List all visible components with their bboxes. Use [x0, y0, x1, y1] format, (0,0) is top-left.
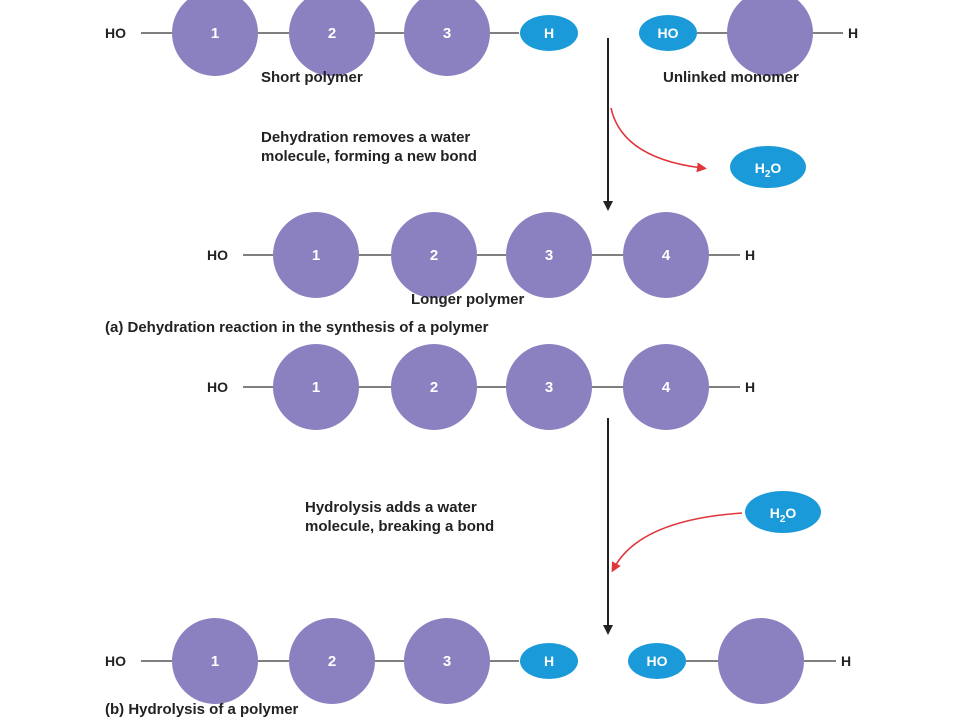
- longer-polymer-label: Longer polymer: [411, 291, 525, 308]
- dehydration-description-line-1: Dehydration removes a water: [261, 129, 470, 146]
- monomer-2: [391, 212, 477, 298]
- monomer-4-label: 4: [662, 379, 671, 396]
- water-molecule-released: [730, 146, 806, 188]
- caption-a: (a) Dehydration reaction in the synthesi…: [105, 319, 489, 336]
- monomer-1: [273, 212, 359, 298]
- ho-pill: [639, 15, 697, 51]
- monomer-right-end: H: [848, 25, 858, 41]
- polymer-left-end: HO: [207, 379, 228, 395]
- monomer-1: [172, 0, 258, 76]
- monomer-4: [623, 212, 709, 298]
- result-polymer-left-end: HO: [105, 653, 126, 669]
- monomer-1-label: 1: [312, 379, 320, 396]
- monomer-1: [172, 618, 258, 704]
- monomer-2-label: 2: [328, 653, 336, 670]
- short-polymer-left-end: HO: [105, 25, 126, 41]
- hydrolysis-section: HO 1 2 3 4 H Hydrolysis adds a water mol…: [105, 344, 851, 718]
- water-molecule-added: [745, 491, 821, 533]
- short-polymer-label: Short polymer: [261, 69, 363, 86]
- ho-pill-label: HO: [658, 25, 679, 41]
- monomer-4: [623, 344, 709, 430]
- monomer-3-label: 3: [443, 25, 451, 42]
- monomer-3-label: 3: [545, 247, 553, 264]
- monomer-2: [289, 0, 375, 76]
- hydrolysis-description-line-2: molecule, breaking a bond: [305, 518, 494, 535]
- released-monomer: HO H: [628, 618, 851, 704]
- dehydration-section: HO 1 2 3 H Short polymer HO H Unlinked m…: [105, 0, 858, 336]
- monomer-4-label: 4: [662, 247, 671, 264]
- longer-polymer-right-end: H: [745, 247, 755, 263]
- hydrolysis-description-line-1: Hydrolysis adds a water: [305, 499, 477, 516]
- monomer-2: [391, 344, 477, 430]
- monomer-2-label: 2: [430, 379, 438, 396]
- ho-pill-label: HO: [647, 653, 668, 669]
- monomer-unlabeled: [718, 618, 804, 704]
- h-pill: [520, 643, 578, 679]
- monomer-3: [404, 0, 490, 76]
- longer-polymer-left-end: HO: [207, 247, 228, 263]
- released-monomer-right-end: H: [841, 653, 851, 669]
- monomer-3: [506, 344, 592, 430]
- monomer-1-label: 1: [211, 25, 219, 42]
- unlinked-monomer: HO H Unlinked monomer: [639, 0, 858, 86]
- result-short-polymer: HO 1 2 3 H: [105, 618, 578, 704]
- water-label: H2O: [770, 505, 797, 525]
- longer-polymer: HO 1 2 3 4 H Longer polymer: [207, 212, 755, 308]
- monomer-1: [273, 344, 359, 430]
- monomer-3-label: 3: [443, 653, 451, 670]
- polymer: HO 1 2 3 4 H: [207, 344, 755, 430]
- monomer-unlabeled: [727, 0, 813, 76]
- monomer-3: [506, 212, 592, 298]
- ho-pill: [628, 643, 686, 679]
- h-pill-label: H: [544, 653, 554, 669]
- water-release-arrow: [610, 107, 707, 173]
- water-add-arrow: [611, 512, 743, 573]
- polymer-right-end: H: [745, 379, 755, 395]
- caption-b: (b) Hydrolysis of a polymer: [105, 701, 299, 718]
- monomer-2-label: 2: [328, 25, 336, 42]
- monomer-3-label: 3: [545, 379, 553, 396]
- monomer-2-label: 2: [430, 247, 438, 264]
- monomer-1-label: 1: [211, 653, 219, 670]
- h-pill: [520, 15, 578, 51]
- monomer-2: [289, 618, 375, 704]
- short-polymer: HO 1 2 3 H Short polymer: [105, 0, 578, 86]
- h-pill-label: H: [544, 25, 554, 41]
- monomer-3: [404, 618, 490, 704]
- unlinked-monomer-label: Unlinked monomer: [663, 69, 799, 86]
- water-label: H2O: [755, 160, 782, 180]
- dehydration-description-line-2: molecule, forming a new bond: [261, 148, 477, 165]
- monomer-1-label: 1: [312, 247, 320, 264]
